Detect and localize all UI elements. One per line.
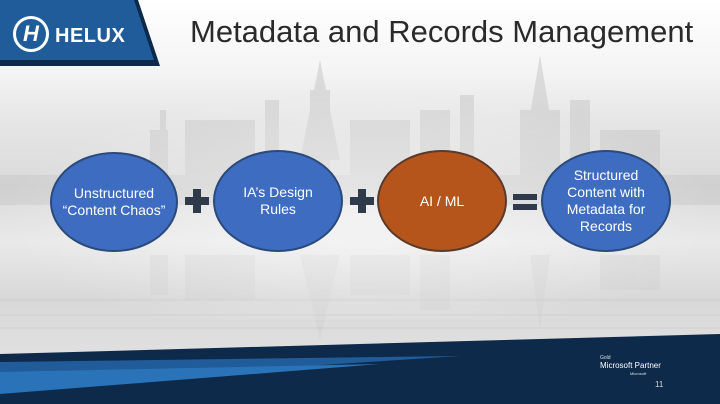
helux-logo-icon: H [13, 16, 49, 52]
node-label: AI / ML [419, 192, 465, 209]
bottom-wave-banner [0, 334, 720, 404]
microsoft-partner-badge: Gold Microsoft Partner Microsoft [600, 355, 661, 376]
node-structured-content: Structured Content with Metadata for Rec… [541, 150, 671, 252]
partner-sub: Microsoft [630, 371, 647, 376]
node-ia-design-rules: IA’s Design Rules [213, 150, 343, 252]
node-unstructured-content: Unstructured “Content Chaos” [50, 152, 178, 252]
node-label: IA’s Design Rules [243, 184, 313, 217]
slide-title: Metadata and Records Management [190, 14, 694, 49]
partner-tier: Gold [600, 355, 611, 361]
page-number: 11 [655, 380, 664, 389]
plus-icon [350, 189, 374, 213]
node-label: Structured Content with Metadata for Rec… [566, 167, 646, 234]
brand-name: HELUX [55, 25, 126, 47]
node-label: Unstructured “Content Chaos” [62, 185, 166, 218]
plus-icon [185, 189, 209, 213]
logo-banner: H HELUX [0, 0, 160, 66]
partner-name: Microsoft Partner [600, 361, 661, 370]
equals-icon [513, 194, 537, 210]
node-ai-ml: AI / ML [377, 150, 507, 252]
